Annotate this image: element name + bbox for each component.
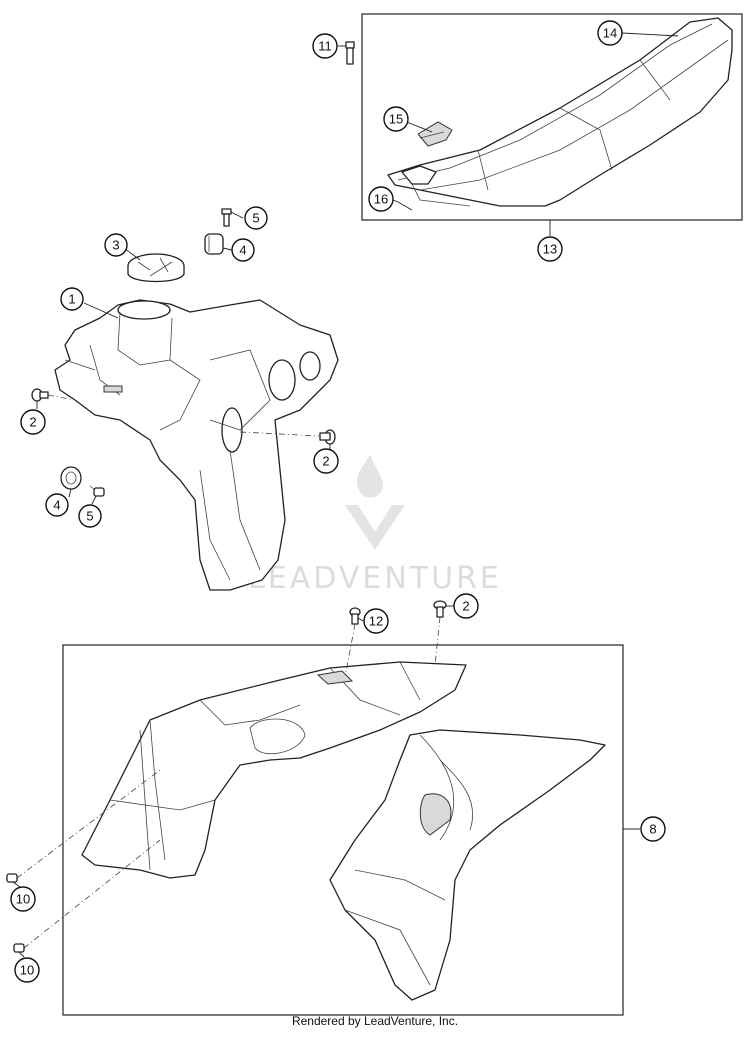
callout-2-tank-right: 2 xyxy=(313,448,339,474)
svg-text:1: 1 xyxy=(68,292,75,307)
svg-text:2: 2 xyxy=(29,415,36,430)
callout-15: 15 xyxy=(383,106,409,132)
svg-text:14: 14 xyxy=(603,26,617,41)
svg-text:2: 2 xyxy=(462,599,469,614)
callout-4-lower: 4 xyxy=(45,493,69,517)
callout-3: 3 xyxy=(104,233,128,257)
svg-text:4: 4 xyxy=(239,243,246,258)
svg-text:3: 3 xyxy=(112,238,119,253)
svg-text:2: 2 xyxy=(322,454,329,469)
callout-13: 13 xyxy=(537,236,563,262)
grommet-upper xyxy=(204,233,224,255)
callout-14: 14 xyxy=(597,20,623,46)
leadventure-watermark: LEADVENTURE xyxy=(248,455,502,596)
seat-screw xyxy=(397,201,413,211)
seat-assembly-frame xyxy=(361,13,743,221)
screw-upper xyxy=(221,208,232,227)
tank-bolt-right xyxy=(239,429,336,445)
svg-text:13: 13 xyxy=(543,242,557,257)
tank-cap xyxy=(127,253,185,283)
spoiler-screw-upper xyxy=(6,769,161,883)
spoiler-bolt-2 xyxy=(433,600,447,666)
tank-bolt-left xyxy=(31,388,76,402)
svg-text:16: 16 xyxy=(374,192,388,207)
callout-16: 16 xyxy=(368,186,394,212)
callout-2-spoiler: 2 xyxy=(453,593,479,619)
fuel-tank xyxy=(54,299,339,591)
side-cover-frame xyxy=(62,644,624,1016)
callout-1: 1 xyxy=(60,287,84,311)
svg-text:10: 10 xyxy=(16,892,30,907)
svg-text:8: 8 xyxy=(649,822,656,837)
callout-5-upper: 5 xyxy=(244,206,268,230)
screw-lower xyxy=(89,485,105,497)
svg-text:12: 12 xyxy=(369,614,383,629)
seat-clip xyxy=(417,121,453,147)
callout-5-lower: 5 xyxy=(78,504,102,528)
svg-text:11: 11 xyxy=(318,39,332,54)
svg-text:5: 5 xyxy=(252,211,259,226)
callout-10-lower: 10 xyxy=(14,957,40,983)
watermark-text: LEADVENTURE xyxy=(248,561,502,596)
svg-text:5: 5 xyxy=(86,509,93,524)
callout-12: 12 xyxy=(363,608,389,634)
svg-text:10: 10 xyxy=(20,963,34,978)
callout-8: 8 xyxy=(640,816,666,842)
grommet-lower xyxy=(60,466,82,490)
callout-11: 11 xyxy=(312,33,338,59)
seat xyxy=(387,17,733,207)
callout-4-upper: 4 xyxy=(231,238,255,262)
seat-bolt xyxy=(345,41,355,65)
spoiler-bolt-12 xyxy=(345,607,361,673)
callout-2-tank-left: 2 xyxy=(20,409,46,435)
svg-text:4: 4 xyxy=(53,498,60,513)
callout-10-upper: 10 xyxy=(10,886,36,912)
svg-text:15: 15 xyxy=(389,112,403,127)
seat-bracket xyxy=(401,165,437,185)
left-spoiler xyxy=(81,661,467,879)
right-spoiler xyxy=(329,729,606,1001)
footer-credit: Rendered by LeadVenture, Inc. xyxy=(291,1014,459,1028)
